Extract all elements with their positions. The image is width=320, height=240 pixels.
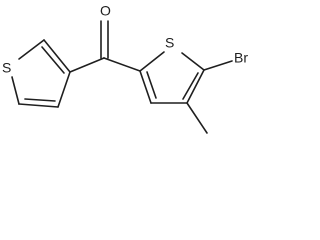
bond-c5-c4-inner — [24, 98, 56, 102]
bond-c5-c4 — [186, 69, 205, 104]
right-thiophene-ring: S Br — [103, 35, 248, 134]
molecule-structure: O S S Br — [2, 3, 248, 134]
bond-s-c5 — [11, 76, 20, 105]
bond-c5-br — [203, 60, 233, 71]
bond-c5-c4-inner — [182, 72, 199, 100]
bond-c3-c2 — [139, 70, 152, 104]
bond-c4-methyl — [186, 102, 208, 134]
bond-c3-c2-inner — [41, 46, 65, 74]
atom-sulfur-left-label: S — [2, 60, 11, 76]
bond-carbonyl-c3 — [69, 57, 105, 73]
carbonyl-group: O — [100, 3, 111, 59]
bond-carbonyl-c2 — [103, 57, 141, 72]
atom-sulfur-right-label: S — [165, 35, 174, 51]
atom-bromine-label: Br — [234, 50, 248, 66]
bond-c2-s — [139, 51, 165, 72]
bond-c5-c4 — [18, 103, 59, 108]
bond-c3-c2 — [43, 39, 71, 73]
bond-c2-s — [18, 39, 45, 60]
left-thiophene-ring: S — [2, 39, 105, 108]
bond-c4-c3 — [57, 71, 71, 108]
bond-c3-c2-inner — [146, 71, 157, 99]
atom-oxygen-label: O — [100, 3, 111, 19]
bond-s-c5 — [181, 52, 205, 71]
